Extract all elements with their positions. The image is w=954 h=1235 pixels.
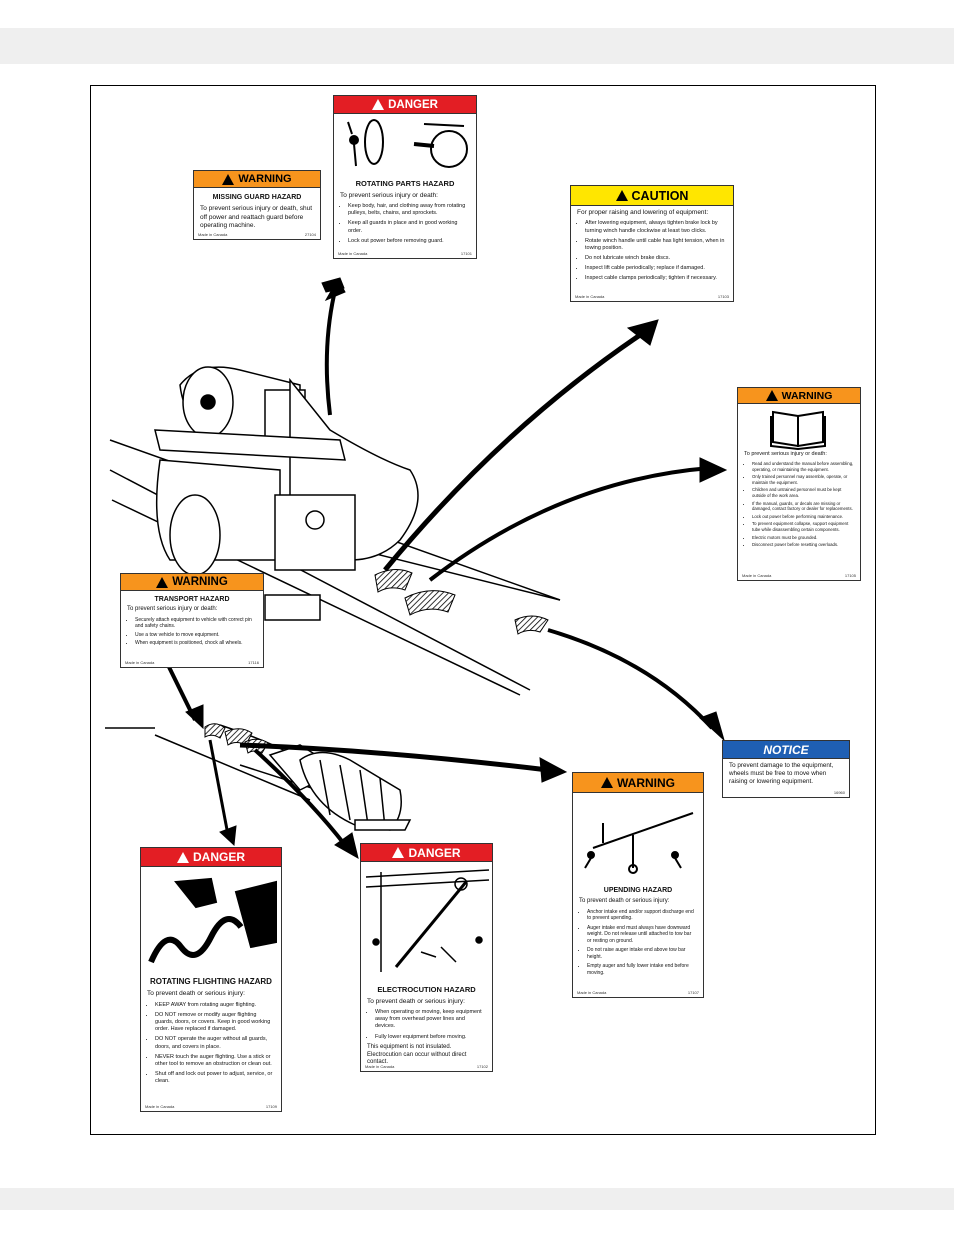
bottom-band (0, 1188, 954, 1210)
danger-header: DANGER (361, 844, 492, 862)
decal-title: ROTATING FLIGHTING HAZARD (150, 977, 272, 986)
list-item: DO NOT operate the auger without all gua… (155, 1036, 275, 1050)
decal-location-patches (374, 569, 549, 635)
list-item: Disconnect power before resetting overlo… (752, 542, 854, 548)
warning-triangle-icon (765, 390, 778, 401)
danger-header: DANGER (334, 96, 476, 114)
decal-title: ROTATING PARTS HAZARD (355, 179, 455, 188)
list-item: Shut off and lock out power to adjust, s… (155, 1071, 275, 1085)
list-item: To prevent equipment collapse, support e… (752, 521, 854, 532)
list-item: When equipment is positioned, chock all … (135, 640, 257, 647)
decal-text: To prevent serious injury or death, shut… (200, 205, 313, 229)
upending-warning-decal: WARNING UPENDING HAZARD To prevent death… (572, 772, 704, 998)
list-item: Fully lower equipment before moving. (375, 1034, 486, 1041)
motor-assembly (154, 366, 419, 621)
missing-guard-warning-decal: WARNING MISSING GUARD HAZARD To prevent … (193, 170, 321, 240)
decal-title: ELECTROCUTION HAZARD (377, 985, 476, 994)
list-item: Do not lubricate winch brake discs. (585, 255, 727, 262)
list-item: Rotate winch handle until cable has ligh… (585, 238, 727, 252)
warning-triangle-icon (156, 576, 169, 588)
list-item: Lock out power before performing mainten… (752, 514, 854, 520)
list-item: Inspect cable clamps periodically; tight… (585, 275, 727, 282)
transport-warning-decal: WARNING TRANSPORT HAZARD To prevent seri… (120, 573, 264, 668)
warning-triangle-icon (222, 173, 235, 185)
decal-text: To prevent damage to the equipment, whee… (729, 762, 834, 786)
caution-header: CAUTION (571, 186, 733, 206)
notice-header: NOTICE (723, 741, 849, 759)
decal-title: UPENDING HAZARD (603, 887, 673, 894)
list-item: DO NOT remove or modify auger flighting … (155, 1012, 275, 1033)
list-item: Keep body, hair, and clothing away from … (348, 203, 470, 217)
list-item: Do not raise auger intake end above tow … (587, 947, 697, 960)
list-item: NEVER touch the auger flighting. Use a s… (155, 1054, 275, 1068)
intake-assembly (105, 724, 412, 831)
list-item: When operating or moving, keep equipment… (375, 1009, 486, 1030)
caution-decal: CAUTION For proper raising and lowering … (570, 185, 734, 302)
warning-triangle-icon (601, 777, 613, 788)
top-band (0, 28, 954, 64)
warning-header: WARNING (194, 171, 320, 188)
warning-triangle-icon (392, 847, 405, 858)
warning-header: WARNING (121, 574, 263, 591)
list-item: Use a tow vehicle to move equipment. (135, 632, 257, 639)
electrocution-pictogram (365, 869, 490, 972)
pointer-arrows (166, 277, 728, 860)
rotating-parts-pictogram (347, 119, 468, 168)
warning-header: WARNING (573, 773, 703, 793)
warning-triangle-icon (176, 851, 189, 863)
warning-header: WARNING (738, 388, 860, 404)
list-item: KEEP AWAY from rotating auger flighting. (155, 1002, 275, 1009)
list-item: Anchor intake end and/or support dischar… (587, 909, 697, 922)
notice-decal: NOTICE To prevent damage to the equipmen… (722, 740, 850, 798)
list-item: Lock out power before removing guard. (348, 238, 470, 245)
upending-pictogram (584, 812, 694, 874)
list-item: Children and untrained personnel must be… (752, 487, 854, 498)
decal-title: MISSING GUARD HAZARD (212, 194, 302, 201)
warning-triangle-icon (615, 190, 628, 201)
list-item: Auger intake end must always have downwa… (587, 925, 697, 945)
open-book-icon (770, 410, 826, 450)
list-item: Securely attach equipment to vehicle wit… (135, 617, 257, 630)
decal-title: TRANSPORT HAZARD (154, 596, 230, 603)
list-item: If the manual, guards, or decals are mis… (752, 501, 854, 512)
read-manual-warning-decal: WARNING To prevent serious injury or dea… (737, 387, 861, 581)
list-item: Only trained personnel may assemble, ope… (752, 474, 854, 485)
auger-flighting-pictogram (148, 877, 277, 964)
list-item: Electric motors must be grounded. (752, 535, 854, 541)
list-item: Inspect lift cable periodically; replace… (585, 265, 727, 272)
list-item: Empty auger and fully lower intake end b… (587, 963, 697, 976)
danger-header: DANGER (141, 848, 281, 867)
rotating-parts-danger-decal: DANGER ROTATING PARTS HAZARD To prevent … (333, 95, 477, 259)
decal-note: This equipment is not insulated. Electro… (367, 1043, 467, 1066)
list-item: After lowering equipment, always tighten… (585, 220, 727, 234)
rotating-flighting-danger-decal: DANGER ROTATING FLIGHTING HAZARD To prev… (140, 847, 282, 1112)
warning-triangle-icon (372, 99, 385, 110)
electrocution-danger-decal: DANGER ELECTROCUTION HAZARD To prevent d… (360, 843, 493, 1072)
list-item: Read and understand the manual before as… (752, 461, 854, 472)
list-item: Keep all guards in place and in good wor… (348, 220, 470, 234)
